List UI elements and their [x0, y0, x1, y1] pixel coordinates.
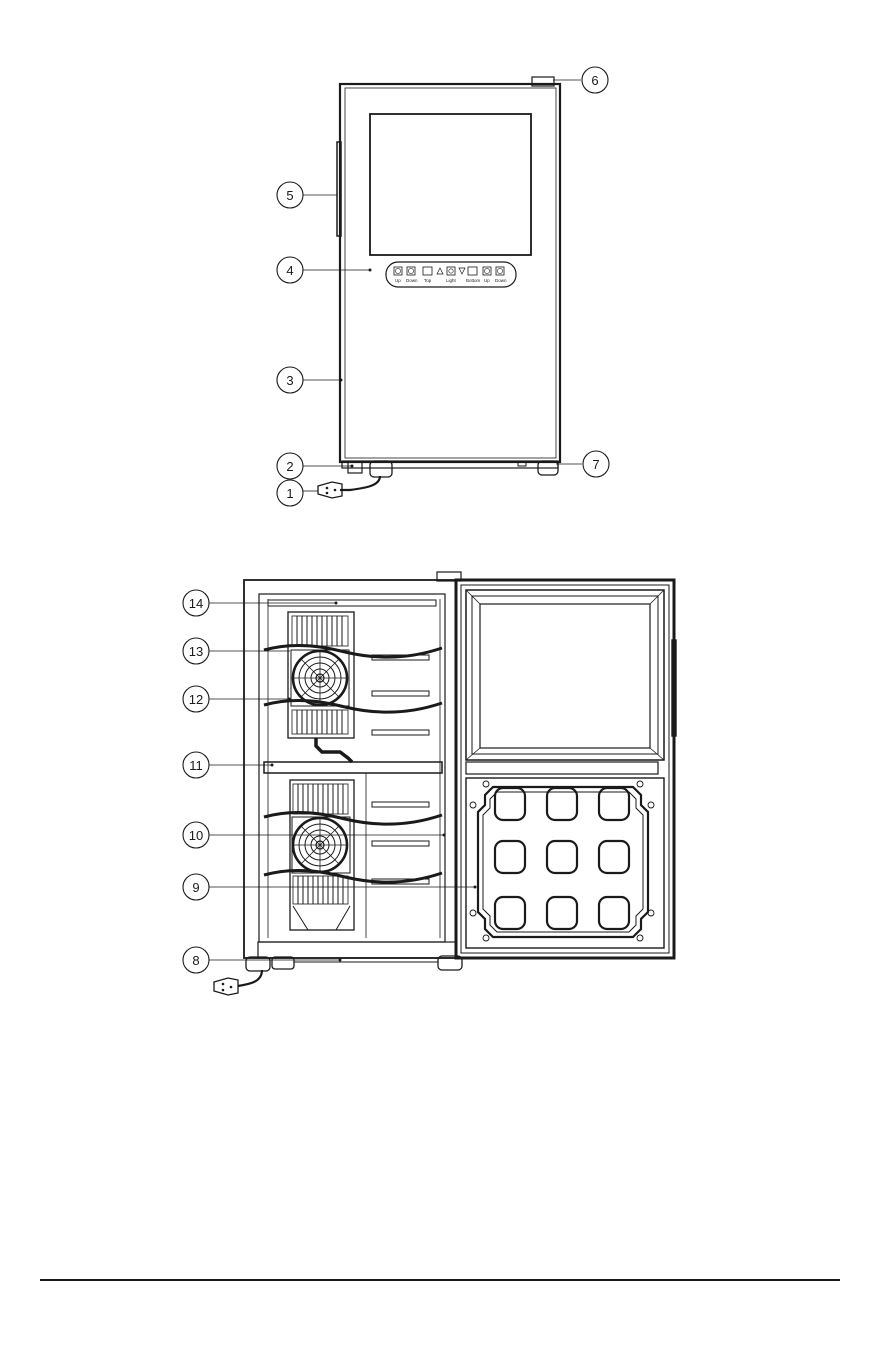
cabinet-frame: [244, 580, 456, 958]
callout-12-label: 12: [189, 692, 203, 707]
callout-14-label: 14: [189, 596, 203, 611]
callout-10-label: 10: [189, 828, 203, 843]
upper-vent-bottom: [292, 710, 348, 734]
door-liner-inner: [483, 792, 643, 932]
temp-down-icon-2: [497, 268, 502, 273]
leveling-foot-left: [370, 461, 392, 477]
drain-tube: [316, 738, 352, 762]
door-liner-outer: [478, 787, 648, 937]
label-up-1: Up: [395, 278, 401, 283]
label-down-2: Down: [495, 278, 507, 283]
temp-up-icon: [395, 268, 400, 273]
label-top: Top: [424, 278, 432, 283]
label-bottom: Bottom: [466, 278, 481, 283]
door-panel-divider: [466, 762, 658, 774]
callout-7-label: 7: [592, 457, 599, 472]
callout-9-label: 9: [192, 880, 199, 895]
plug-pin-icon: [222, 983, 225, 986]
control-buttons: [394, 267, 504, 275]
control-panel: [386, 262, 516, 287]
cabinet-base: [258, 942, 456, 958]
temp-up-icon-2: [484, 268, 489, 273]
upper-vent-top: [292, 616, 348, 646]
plug-pin-icon: [230, 986, 233, 989]
plug-pin-icon: [326, 487, 329, 490]
front-view: Up Down Top Light Bottom Up Down: [318, 77, 560, 498]
label-down-1: Down: [406, 278, 418, 283]
power-cord: [238, 970, 262, 986]
upper-fan-housing: [288, 612, 354, 738]
power-plug: [318, 482, 342, 498]
door-glass-frame: [466, 590, 664, 760]
label-up-2: Up: [484, 278, 490, 283]
open-view: [214, 572, 676, 995]
power-cord: [340, 476, 380, 490]
plug-pin-icon: [334, 489, 337, 492]
callout-13-label: 13: [189, 644, 203, 659]
plug-pin-icon: [222, 989, 225, 992]
door-glass-frame-inner: [472, 596, 658, 754]
callout-3-label: 3: [286, 373, 293, 388]
bottom-display: [468, 267, 477, 275]
door-pockets: [495, 788, 629, 929]
divider-shelf: [264, 762, 442, 773]
label-light: Light: [446, 278, 457, 283]
door-glass: [480, 604, 650, 748]
callout-6-label: 6: [591, 73, 598, 88]
callout-11-label: 11: [189, 758, 203, 773]
triangle-up-icon: [437, 268, 443, 274]
temp-down-icon: [408, 268, 413, 273]
lower-fan-base: [293, 906, 350, 930]
open-door: [456, 580, 674, 958]
power-plug: [214, 978, 238, 995]
callout-4-label: 4: [286, 263, 293, 278]
lower-vent-top: [293, 784, 348, 814]
glass-window: [370, 114, 531, 255]
plug-pin-icon: [326, 492, 329, 495]
top-display: [423, 267, 432, 275]
lower-wine-racks: [264, 802, 442, 884]
light-bulb-icon: [449, 269, 453, 273]
lower-vent-bottom: [293, 876, 348, 904]
callout-1-label: 1: [286, 486, 293, 501]
callout-5-label: 5: [286, 188, 293, 203]
callout-8-label: 8: [192, 953, 199, 968]
leveling-foot-left: [246, 957, 270, 971]
light-button: [447, 267, 455, 275]
callout-2-label: 2: [286, 459, 293, 474]
triangle-down-icon: [459, 268, 465, 274]
